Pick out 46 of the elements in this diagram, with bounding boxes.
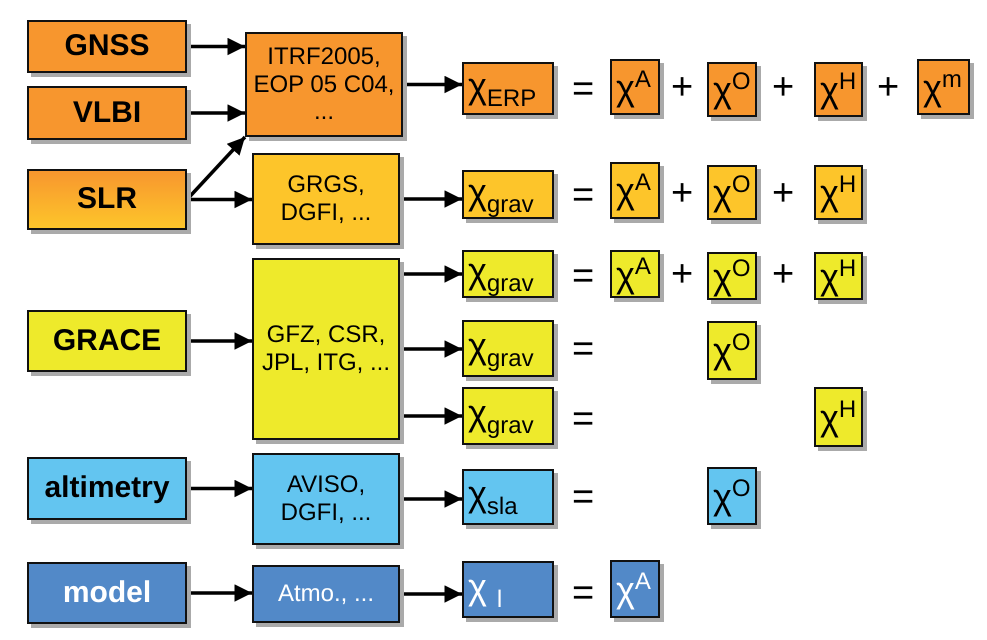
source-label: altimetry [44, 471, 170, 506]
product-label: GRGS, DGFI, ... [280, 171, 372, 227]
term-label: χ$^{H}$ [819, 254, 856, 298]
product-label: ITRF2005, EOP 05 C04, ... [252, 43, 396, 126]
term-label: χ$_{grav}$ [467, 324, 534, 372]
term-label: χ$^{O}$ [712, 329, 751, 372]
term-label: χ$_{grav}$ [467, 392, 534, 440]
term-label: χ$^{O}$ [712, 68, 751, 111]
plus-sign: + [671, 255, 694, 293]
term-label: χ$^{A}$ [615, 169, 651, 212]
plus-sign: + [671, 68, 694, 106]
term-label: χ$^{H}$ [819, 171, 856, 214]
source-label: GRACE [52, 324, 162, 358]
term-label: χ$_{grav}$ [467, 250, 534, 298]
term-label: χ$^{H}$ [819, 68, 856, 111]
plus-sign: + [877, 68, 900, 106]
term-label: χ$^{A}$ [615, 66, 651, 108]
plus-sign: + [772, 255, 794, 293]
term-label: χ$^{m}$ [922, 66, 962, 108]
product-label: Atmo., ... [278, 580, 374, 608]
plus-sign: + [671, 174, 694, 212]
term-label: χ$^{O}$ [712, 171, 751, 214]
source-label: VLBI [72, 96, 142, 130]
source-label: model [62, 576, 152, 610]
plus-sign: + [772, 68, 794, 106]
source-label: GNSS [64, 29, 150, 64]
term-label: χ$_{ERP}$ [467, 64, 536, 112]
term-label: χ$^{O}$ [712, 474, 751, 518]
term-label: χ$_{grav}$ [467, 170, 534, 218]
term-label: χ$^{A}$ [615, 568, 651, 610]
product-label: GFZ, CSR, JPL, ITG, ... [260, 321, 392, 377]
term-label: χ$^{O}$ [712, 254, 751, 298]
equals-sign: = [572, 478, 594, 516]
plus-sign: + [772, 174, 794, 212]
equals-sign: = [572, 400, 594, 438]
equals-sign: = [572, 70, 594, 108]
equals-sign: = [572, 330, 594, 368]
equals-sign: = [572, 257, 594, 295]
term-label: χ$^{H}$ [819, 396, 856, 438]
term-label: χ$_{sla}$ [467, 473, 518, 521]
equals-sign: = [572, 176, 594, 214]
source-label: SLR [77, 182, 137, 217]
product-label: AVISO, DGFI, ... [280, 471, 372, 527]
term-label: χ$^{A}$ [615, 252, 651, 296]
term-label: χ $_{l}$ [467, 566, 502, 614]
equals-sign: = [572, 574, 594, 612]
